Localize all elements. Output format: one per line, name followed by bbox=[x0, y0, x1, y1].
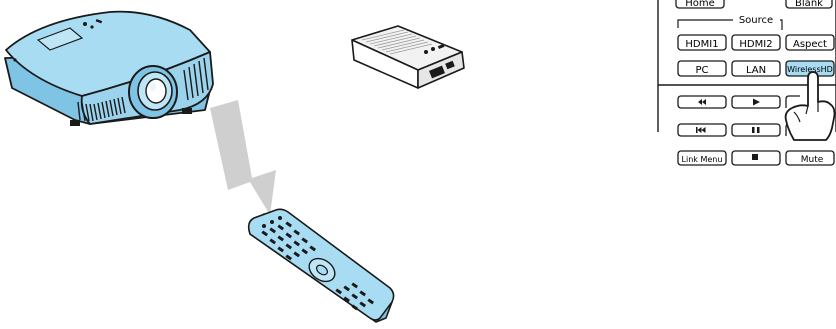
pause-button[interactable] bbox=[732, 124, 780, 136]
stop-icon bbox=[752, 154, 758, 160]
aspect-button[interactable]: Aspect bbox=[786, 35, 834, 50]
wirelesshd-transmitter-icon bbox=[352, 26, 464, 88]
svg-text:LAN: LAN bbox=[746, 65, 766, 76]
mute-button[interactable]: Mute bbox=[786, 151, 834, 165]
pc-button[interactable]: PC bbox=[678, 61, 726, 76]
svg-text:HDMI1: HDMI1 bbox=[685, 39, 718, 50]
svg-text:HDMI2: HDMI2 bbox=[739, 39, 772, 50]
svg-text:Mute: Mute bbox=[801, 155, 824, 165]
link-menu-button[interactable]: Link Menu bbox=[678, 151, 726, 165]
svg-text:Link Menu: Link Menu bbox=[682, 155, 723, 164]
remote-control-icon bbox=[249, 209, 394, 322]
pointing-hand-icon bbox=[786, 72, 835, 140]
svg-text:PC: PC bbox=[695, 65, 708, 76]
home-button[interactable]: Home bbox=[676, 0, 724, 9]
rewind-button[interactable] bbox=[678, 96, 726, 108]
play-button[interactable] bbox=[732, 96, 780, 108]
lan-button[interactable]: LAN bbox=[732, 61, 780, 76]
stop-button[interactable] bbox=[732, 151, 780, 165]
blank-button[interactable]: Blank bbox=[786, 0, 832, 9]
source-group-label: Source bbox=[739, 15, 773, 26]
wireless-signal-icon bbox=[210, 100, 276, 215]
hdmi2-button[interactable]: HDMI2 bbox=[732, 35, 780, 50]
svg-text:Aspect: Aspect bbox=[793, 39, 827, 50]
hdmi1-button[interactable]: HDMI1 bbox=[678, 35, 726, 50]
skip-back-button[interactable] bbox=[678, 124, 726, 136]
projector-icon bbox=[5, 12, 213, 126]
svg-text:Blank: Blank bbox=[795, 0, 823, 9]
svg-text:Home: Home bbox=[685, 0, 715, 9]
remote-panel-detail: Home Blank Source HDMI1 HDMI2 Aspect PC bbox=[658, 0, 836, 165]
